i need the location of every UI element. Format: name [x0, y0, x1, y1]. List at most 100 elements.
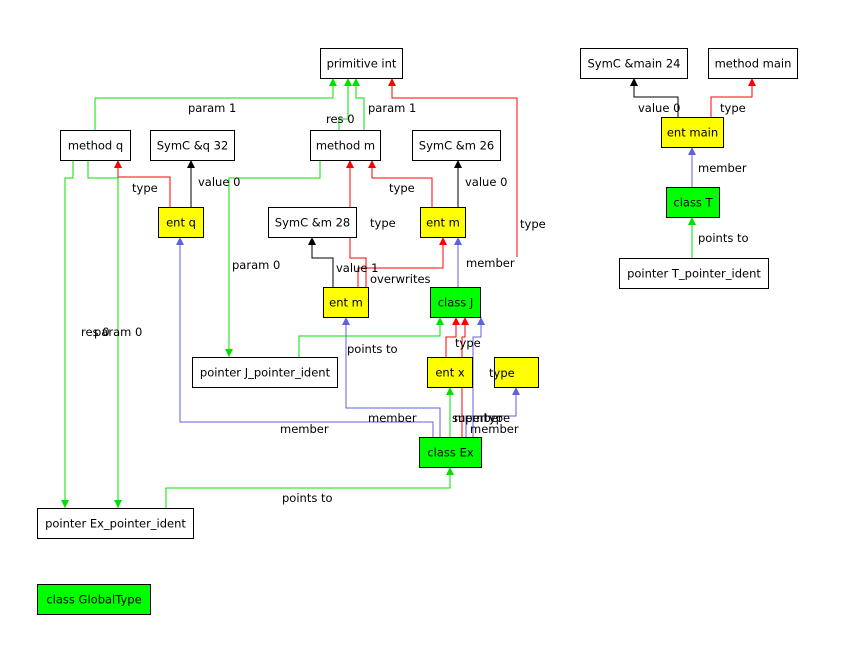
- edge-e8: [454, 160, 462, 207]
- edge-label-e14: res 0: [81, 325, 110, 339]
- edge-e14: [61, 160, 74, 508]
- edge-label-e13: param 0: [232, 258, 280, 272]
- node-label: SymC &m 26: [419, 139, 494, 153]
- node-label: class GlobalType: [46, 593, 141, 607]
- node-box: [60, 130, 131, 161]
- arrowhead-e14: [61, 500, 69, 508]
- node-box: [580, 48, 688, 79]
- node-label: ent main: [667, 126, 718, 140]
- edge-e22: [465, 387, 520, 437]
- node-ptr-ex[interactable]: pointer Ex_pointer_ident: [37, 508, 194, 539]
- node-method-main[interactable]: method main: [708, 48, 798, 79]
- edge-label-e25: value 0: [638, 101, 680, 115]
- node-symc-main24[interactable]: SymC &main 24: [580, 48, 688, 79]
- edge-label-e3: param 1: [368, 101, 416, 115]
- edge-label-e23: member: [454, 411, 503, 425]
- edge-label-e27: member: [698, 161, 747, 175]
- node-label: class J: [438, 296, 474, 310]
- node-symc-m26[interactable]: SymC &m 26: [412, 130, 501, 161]
- node-label: method q: [68, 139, 123, 153]
- edge-e6: [388, 78, 518, 257]
- arrowhead-e4: [114, 160, 122, 168]
- edge-label-e28: points to: [698, 231, 749, 245]
- node-ent-q[interactable]: ent q: [158, 207, 204, 238]
- edge-e13: [225, 160, 321, 357]
- node-class-global[interactable]: class GlobalType: [37, 584, 151, 615]
- arrowhead-e2: [344, 78, 352, 86]
- edge-e16: [298, 317, 444, 357]
- node-box: [494, 357, 539, 388]
- node-ptr-t[interactable]: pointer T_pointer_ident: [619, 258, 769, 289]
- arrowhead-e9: [346, 160, 354, 168]
- edge-label-e26: type: [720, 101, 746, 115]
- node-box: [268, 207, 357, 238]
- node-symc-m28[interactable]: SymC &m 28: [268, 207, 357, 238]
- arrowhead-e13: [225, 349, 233, 357]
- edge-e15: [87, 160, 122, 508]
- arrowhead-e17: [452, 317, 460, 325]
- edges-layer: [61, 78, 756, 508]
- arrowhead-e1: [329, 78, 337, 86]
- node-prim-int[interactable]: primitive int: [320, 48, 403, 79]
- edge-e3: [352, 78, 365, 130]
- node-box: [320, 48, 403, 79]
- edge-e4: [114, 160, 171, 207]
- node-box: [666, 187, 720, 218]
- node-label: class T: [673, 196, 713, 210]
- node-box: [37, 508, 194, 539]
- edge-label-e18: type: [489, 366, 515, 380]
- edge-e20: [342, 317, 441, 437]
- node-class-ex[interactable]: class Ex: [419, 437, 482, 468]
- edge-e26: [710, 78, 756, 117]
- node-class-t[interactable]: class T: [666, 187, 720, 218]
- arrowhead-e24: [446, 467, 454, 475]
- node-class-j[interactable]: class J: [430, 287, 481, 318]
- edge-label-e24: points to: [282, 491, 333, 505]
- edge-label-e11: overwrites: [370, 272, 431, 286]
- node-ent-m-upper[interactable]: ent m: [420, 207, 466, 238]
- arrowhead-e21: [446, 387, 454, 395]
- node-label: primitive int: [327, 57, 397, 71]
- edge-label-e15: param 0: [94, 325, 142, 339]
- node-method-m[interactable]: method m: [310, 130, 381, 161]
- arrowhead-e23: [477, 317, 485, 325]
- arrowhead-e28: [688, 217, 696, 225]
- node-ent-m-lower[interactable]: ent m: [323, 287, 369, 318]
- node-box: [323, 287, 369, 318]
- node-label: ent q: [166, 216, 196, 230]
- arrowhead-e10: [308, 237, 316, 245]
- edge-label-e16: points to: [347, 342, 398, 356]
- edge-label-e8: value 0: [465, 175, 507, 189]
- node-symc-q32[interactable]: SymC &q 32: [150, 130, 235, 161]
- node-method-q[interactable]: method q: [60, 130, 131, 161]
- node-ent-small[interactable]: [494, 357, 539, 388]
- arrowhead-e6: [388, 78, 396, 86]
- node-box: [310, 130, 381, 161]
- edge-label-e10: value 1: [336, 261, 378, 275]
- edge-label-e21: supertype: [452, 411, 510, 425]
- edge-label-e19: member: [280, 422, 329, 436]
- node-box: [150, 130, 235, 161]
- arrowhead-e18: [461, 317, 469, 325]
- node-box: [427, 357, 473, 388]
- edge-label-e17: type: [455, 336, 481, 350]
- node-ent-x[interactable]: ent x: [427, 357, 473, 388]
- edge-e21: [446, 387, 454, 437]
- node-box: [419, 437, 482, 468]
- edge-label-e2: res 0: [326, 112, 355, 126]
- edge-label-e1: param 1: [188, 101, 236, 115]
- edge-e1: [94, 78, 337, 130]
- edge-e28: [688, 217, 696, 258]
- node-label: SymC &q 32: [157, 139, 229, 153]
- node-label: pointer Ex_pointer_ident: [45, 517, 186, 531]
- node-ptr-j[interactable]: pointer J_pointer_ident: [192, 357, 338, 388]
- arrowhead-e16: [436, 317, 444, 325]
- node-ent-main[interactable]: ent main: [661, 117, 724, 148]
- arrowhead-e11: [439, 237, 447, 245]
- arrowhead-e5: [187, 160, 195, 168]
- arrowhead-e8: [454, 160, 462, 168]
- edge-label-e9: type: [370, 216, 396, 230]
- node-box: [430, 287, 481, 318]
- node-label: class Ex: [427, 446, 473, 460]
